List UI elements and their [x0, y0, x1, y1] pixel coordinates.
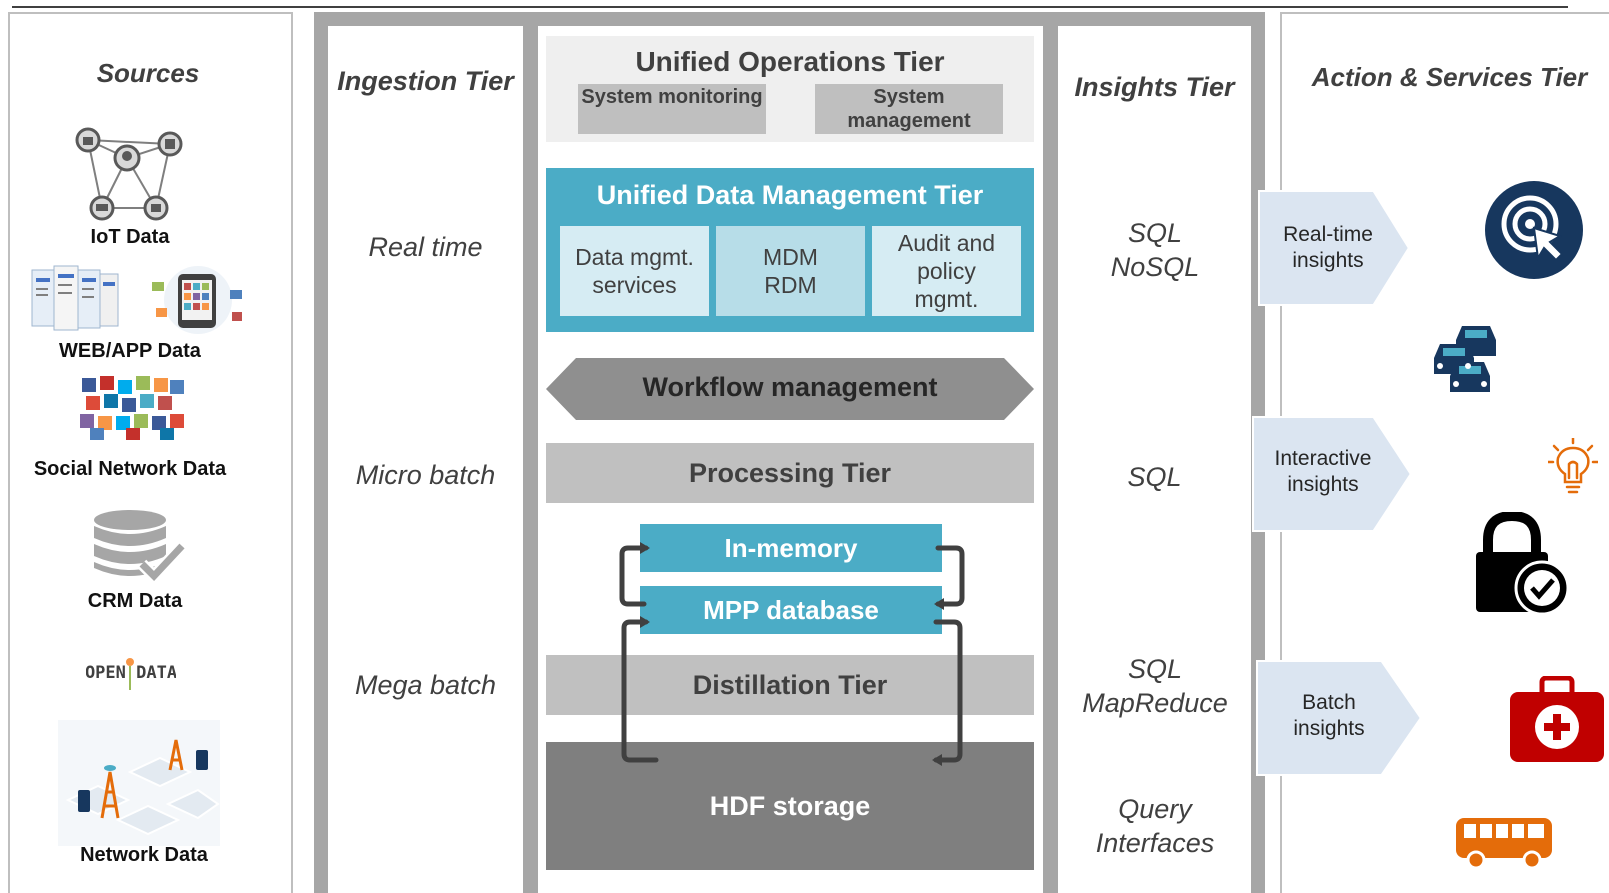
ingestion-real-time: Real time	[368, 232, 483, 262]
in-memory-bar: In-memory	[640, 524, 942, 572]
system-management-box: System management	[815, 84, 1003, 134]
udm-cell-label: Data mgmt. services	[575, 244, 694, 298]
hdf-storage: HDF storage	[546, 742, 1034, 870]
insights-column	[1058, 26, 1251, 893]
source-label-iot: IoT Data	[90, 226, 170, 248]
database-check-icon	[94, 510, 186, 584]
insights-sql: SQL	[1127, 462, 1182, 492]
mpp-database-bar: MPP database	[640, 586, 942, 634]
source-label-crm: CRM Data	[87, 590, 183, 612]
interactive-insights-label: Interactive insights	[1274, 447, 1372, 496]
insights-sql-mapreduce: SQL MapReduce	[1082, 654, 1228, 718]
udm-cell-audit-policy: Audit and policy mgmt.	[872, 226, 1021, 316]
real-time-insights-arrow	[1258, 190, 1410, 306]
ingestion-micro-batch: Micro batch	[355, 460, 496, 490]
iot-network-icon	[75, 127, 183, 221]
source-label-web-app: WEB/APP Data	[59, 340, 201, 362]
social-network-icon	[80, 376, 184, 440]
system-monitoring-box: System monitoring	[578, 84, 766, 134]
lightbulb-icon	[1548, 438, 1598, 494]
source-label-network: Network Data	[80, 844, 208, 866]
source-label-social: Social Network Data	[33, 458, 227, 480]
batch-insights-arrow	[1256, 660, 1422, 776]
workflow-label: Workflow management	[642, 372, 938, 402]
bus-icon	[1456, 818, 1552, 870]
sources-title: Sources	[96, 58, 200, 88]
ops-title: Unified Operations Tier	[635, 46, 945, 77]
ingestion-column	[328, 26, 523, 893]
udm-cell-label: Audit and policy mgmt.	[897, 230, 996, 312]
real-time-insights-label: Real-time insights	[1283, 223, 1373, 272]
data-flow-arrows	[619, 542, 965, 766]
udm-cell-data-mgmt: Data mgmt. services	[560, 226, 709, 316]
ingestion-title: Ingestion Tier	[337, 66, 514, 96]
top-rule	[12, 6, 1568, 8]
target-click-icon	[1485, 181, 1583, 279]
udm-cell-label: MDM RDM	[763, 244, 818, 298]
medical-kit-icon	[1510, 676, 1604, 762]
open-data-logo: OPEN DATA	[85, 652, 177, 692]
traffic-cars-icon	[1434, 326, 1496, 392]
web-app-icon	[31, 265, 242, 334]
insights-title: Insights Tier	[1074, 72, 1235, 102]
udm-cell-mdm-rdm: MDM RDM	[716, 226, 865, 316]
workflow-management-shape	[546, 358, 1034, 420]
lock-check-icon	[1476, 512, 1570, 616]
insights-sql-nosql: SQL NoSQL	[1110, 218, 1200, 282]
insights-query-interfaces: Query Interfaces	[1095, 794, 1215, 858]
processing-tier: Processing Tier	[546, 443, 1034, 503]
action-services-title: Action & Services Tier	[1311, 62, 1588, 92]
batch-insights-label: Batch insights	[1293, 691, 1365, 740]
distillation-tier: Distillation Tier	[546, 655, 1034, 715]
network-tower-icon	[58, 720, 220, 846]
udm-title: Unified Data Management Tier	[596, 180, 984, 210]
ingestion-mega-batch: Mega batch	[354, 670, 497, 700]
interactive-insights-arrow	[1252, 416, 1412, 532]
